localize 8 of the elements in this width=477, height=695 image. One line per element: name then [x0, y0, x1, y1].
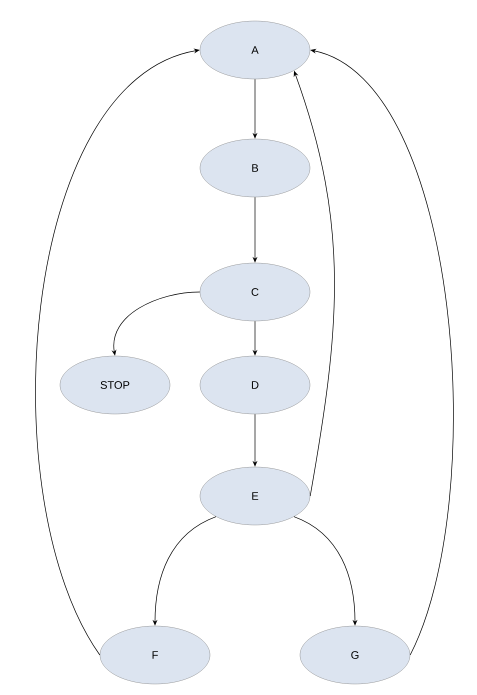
- ellipse-node: A: [200, 20, 310, 80]
- ellipse-node: B: [200, 138, 310, 198]
- ellipse-node: STOP: [60, 356, 170, 414]
- ellipse-node: E: [200, 466, 310, 526]
- ellipse-node: F: [100, 626, 210, 684]
- ellipse-node: G: [300, 626, 410, 684]
- ellipse-node: D: [200, 356, 310, 414]
- ellipse-node: C: [200, 262, 310, 322]
